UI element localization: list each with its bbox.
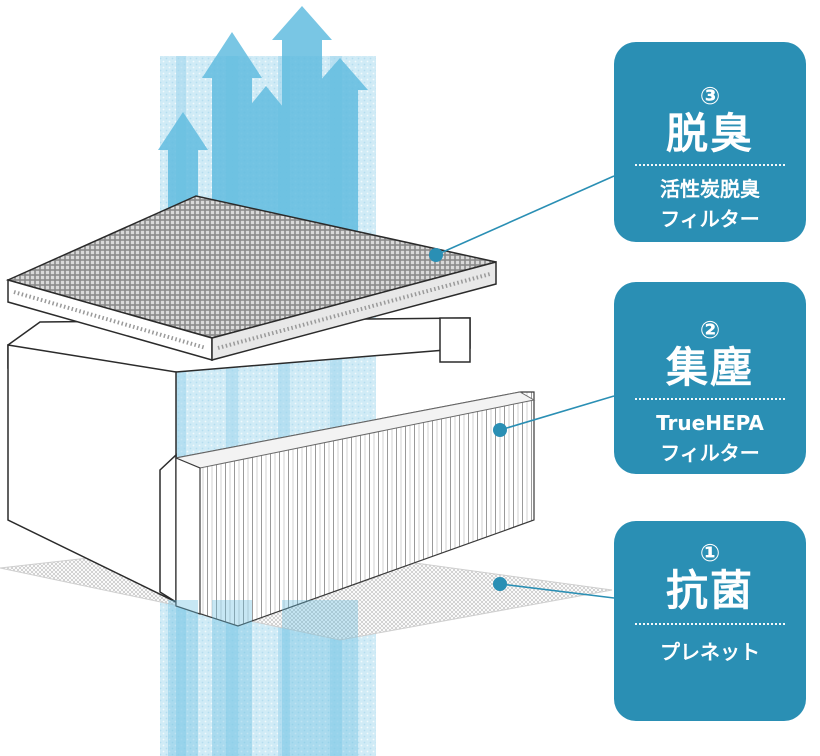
card-number: ① xyxy=(699,539,721,567)
carbon-filter-layer xyxy=(5,195,497,361)
card-subtitle-line-2: フィルター xyxy=(660,207,760,231)
card-number: ② xyxy=(699,316,721,344)
card-subtitle-line-1: TrueHEPA xyxy=(656,411,764,435)
antibacterial-card: ① 抗菌 プレネット xyxy=(614,521,806,721)
airflow-lower-overlay xyxy=(168,600,358,756)
card-title: 脱臭 xyxy=(665,109,754,158)
callout-dot-icon xyxy=(493,577,507,591)
callout-dot-icon xyxy=(493,423,507,437)
card-subtitle-line-1: 活性炭脱臭 xyxy=(660,177,760,201)
card-subtitle-line-1: プレネット xyxy=(660,640,760,664)
card-number: ③ xyxy=(699,82,721,110)
hepa-pleated-layer xyxy=(174,391,536,627)
card-title: 集塵 xyxy=(665,343,754,392)
callout-dot-icon xyxy=(429,248,443,262)
leader-lines xyxy=(435,175,615,599)
card-subtitle-line-2: フィルター xyxy=(660,441,760,465)
upward-arrow-icon xyxy=(158,6,368,240)
deodorize-card: ③ 脱臭 活性炭脱臭 フィルター xyxy=(614,42,806,242)
dotted-divider xyxy=(635,398,785,400)
dotted-divider xyxy=(635,164,785,166)
dust-collection-card: ② 集塵 TrueHEPA フィルター xyxy=(614,282,806,474)
dotted-divider xyxy=(635,623,785,625)
card-title: 抗菌 xyxy=(665,566,754,615)
